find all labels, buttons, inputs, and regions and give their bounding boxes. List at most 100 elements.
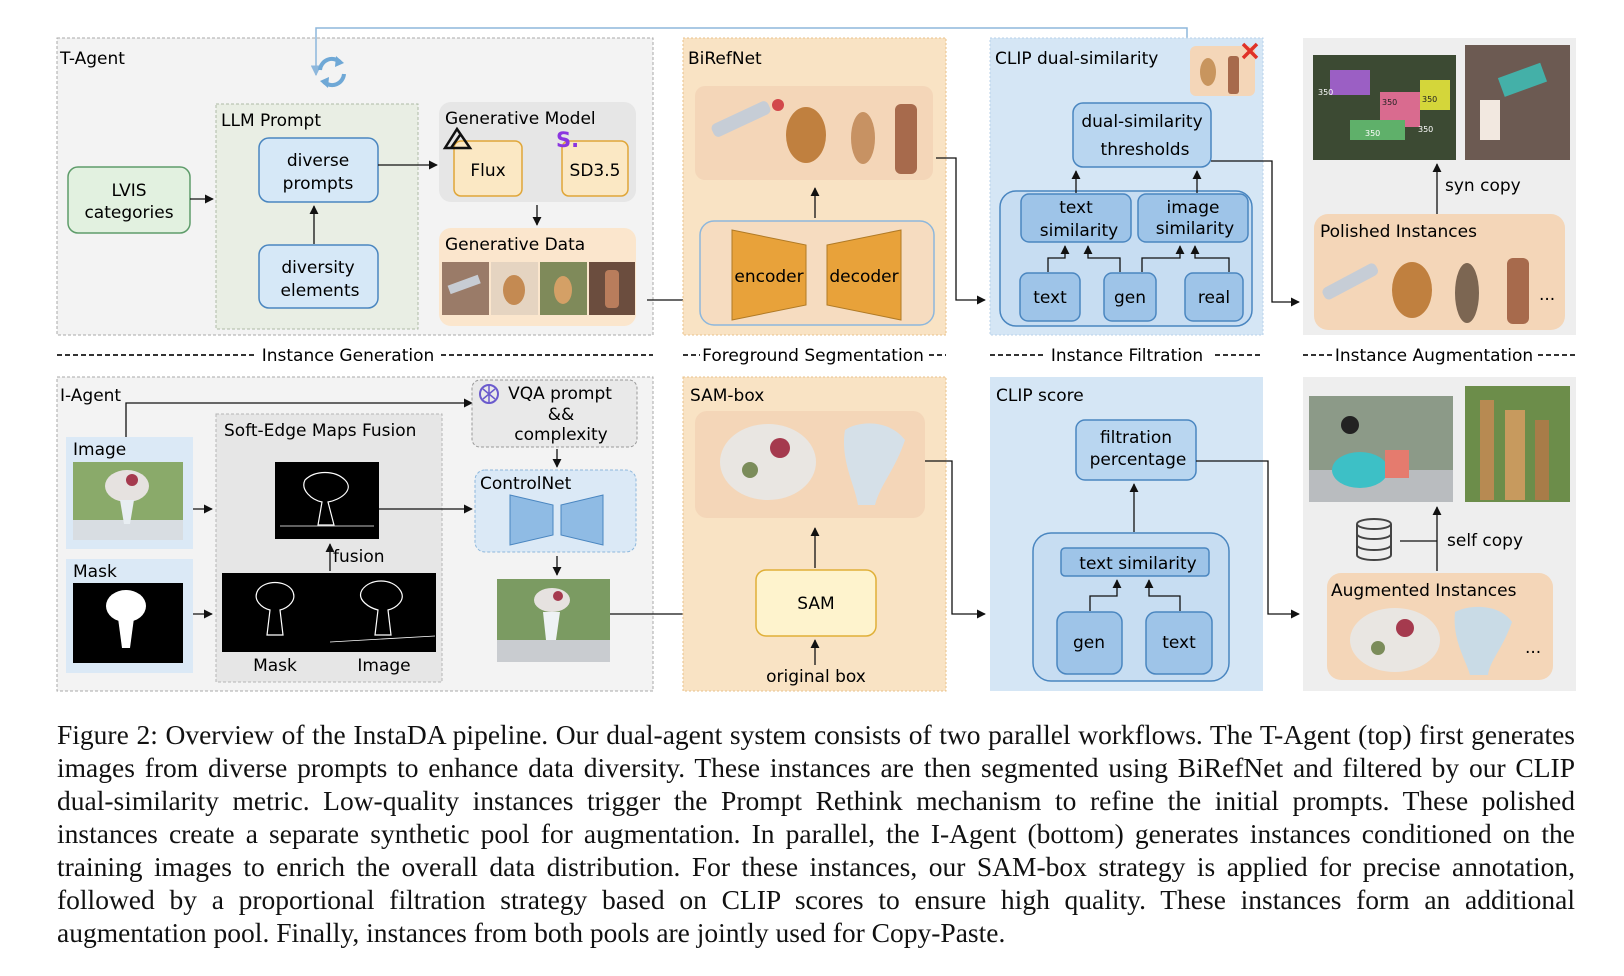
clip-text-similarity-label: text similarity bbox=[1079, 554, 1196, 574]
augmented-instances-title: Augmented Instances bbox=[1331, 581, 1517, 601]
seg-label-2: 350 bbox=[1382, 98, 1397, 107]
sam-label: SAM bbox=[797, 594, 834, 614]
section-instance-filtration: Instance Filtration bbox=[1051, 346, 1203, 366]
clip-gen-box bbox=[1056, 611, 1123, 675]
fusion-label: fusion bbox=[333, 547, 385, 567]
thresholds-line2: thresholds bbox=[1101, 140, 1190, 160]
sd35-box bbox=[561, 140, 629, 197]
sd-logo-icon: S. bbox=[556, 128, 579, 152]
soft-edge-title: Soft-Edge Maps Fusion bbox=[224, 421, 416, 441]
input-mask-thumbnail bbox=[73, 583, 183, 663]
polished-ellipsis: ... bbox=[1539, 285, 1555, 305]
fused-edge-map bbox=[275, 462, 379, 539]
vqa-line1: VQA prompt bbox=[508, 384, 612, 404]
text-similarity-line2: similarity bbox=[1040, 221, 1118, 241]
thresholds-line1: dual-similarity bbox=[1081, 112, 1202, 132]
original-box-label: original box bbox=[766, 667, 866, 687]
sd35-label: SD3.5 bbox=[570, 161, 621, 181]
polished-instances-images bbox=[1322, 258, 1529, 324]
vqa-prompt-box bbox=[471, 379, 638, 448]
encoder-label: encoder bbox=[734, 267, 803, 287]
controlnet-encoder-shape bbox=[509, 494, 554, 546]
birefnet-title: BiRefNet bbox=[688, 49, 762, 69]
augmented-instances-images bbox=[1350, 606, 1512, 675]
llm-prompt-title: LLM Prompt bbox=[221, 111, 321, 131]
diversity-elements-line2: elements bbox=[281, 281, 360, 301]
clip-text-label: text bbox=[1162, 633, 1196, 653]
image-edge-label: Image bbox=[357, 656, 410, 676]
clip-text-box bbox=[1145, 611, 1213, 675]
vqa-line2: && bbox=[548, 405, 575, 425]
generative-model-title: Generative Model bbox=[445, 109, 596, 129]
filtration-box bbox=[1075, 419, 1197, 481]
encoder-shape bbox=[731, 229, 807, 321]
decoder-shape bbox=[826, 229, 902, 321]
seg-label-5: 350 bbox=[1418, 125, 1433, 134]
vqa-line3: complexity bbox=[514, 425, 608, 445]
diverse-prompts-box bbox=[258, 137, 379, 203]
image-similarity-line1: image bbox=[1167, 198, 1220, 218]
text-input-label: text bbox=[1033, 288, 1067, 308]
refresh-icon bbox=[318, 56, 346, 88]
clip-dual-title: CLIP dual-similarity bbox=[995, 49, 1158, 69]
mask-edge-map bbox=[222, 573, 329, 652]
gen-input-label: gen bbox=[1114, 288, 1146, 308]
polished-instances-panel bbox=[1314, 214, 1565, 330]
generative-data-thumbnails bbox=[442, 262, 635, 315]
t-agent-title: T-Agent bbox=[59, 49, 125, 69]
controlnet-decoder-shape bbox=[560, 494, 604, 546]
lvis-line1: LVIS bbox=[111, 181, 146, 201]
decoder-label: decoder bbox=[829, 267, 898, 287]
flux-logo-icon bbox=[442, 126, 473, 150]
mask-input-title: Mask bbox=[73, 562, 117, 582]
diversity-elements-line1: diversity bbox=[281, 258, 354, 278]
image-edge-map bbox=[329, 573, 436, 652]
section-instance-augmentation: Instance Augmentation bbox=[1335, 346, 1533, 366]
real-input-label: real bbox=[1198, 288, 1230, 308]
syn-copy-label: syn copy bbox=[1445, 176, 1521, 196]
image-similarity-line2: similarity bbox=[1156, 219, 1234, 239]
flux-label: Flux bbox=[470, 161, 505, 181]
sam-box-title: SAM-box bbox=[690, 386, 764, 406]
text-input-box bbox=[1019, 272, 1081, 322]
image-input-title: Image bbox=[73, 440, 126, 460]
seg-label-3: 350 bbox=[1422, 95, 1437, 104]
section-instance-generation: Instance Generation bbox=[262, 346, 435, 366]
section-foreground-segmentation: Foreground Segmentation bbox=[702, 346, 924, 366]
diversity-elements-box bbox=[258, 244, 379, 309]
polished-instances-title: Polished Instances bbox=[1320, 222, 1477, 242]
flux-box bbox=[453, 140, 523, 197]
lvis-line2: categories bbox=[84, 203, 173, 223]
thresholds-box bbox=[1072, 102, 1212, 168]
text-similarity-line1: text bbox=[1059, 198, 1093, 218]
pipeline-diagram: T-Agent LVIS categories LLM Prompt diver… bbox=[56, 27, 1576, 692]
filtration-line1: filtration bbox=[1100, 428, 1172, 448]
real-input-box bbox=[1184, 272, 1244, 322]
text-similarity-box bbox=[1020, 193, 1132, 243]
seg-label-4: 350 bbox=[1365, 129, 1380, 138]
figure-caption: Figure 2: Overview of the InstaDA pipeli… bbox=[57, 719, 1575, 948]
input-image-thumbnail bbox=[73, 462, 183, 540]
diverse-prompts-line1: diverse bbox=[287, 151, 349, 171]
self-copy-result-images bbox=[1309, 386, 1570, 502]
controlnet-title: ControlNet bbox=[480, 474, 572, 494]
reject-x-icon bbox=[1241, 42, 1259, 60]
i-agent-title: I-Agent bbox=[60, 386, 121, 406]
generative-data-title: Generative Data bbox=[445, 235, 585, 255]
clip-text-similarity-box bbox=[1060, 547, 1210, 577]
gen-input-box bbox=[1103, 272, 1157, 322]
mask-edge-label: Mask bbox=[253, 656, 297, 676]
diverse-prompts-line2: prompts bbox=[283, 174, 354, 194]
clip-gen-label: gen bbox=[1073, 633, 1105, 653]
sam-segmented-images bbox=[720, 423, 905, 505]
lvis-box bbox=[67, 166, 191, 234]
sam-box bbox=[755, 569, 877, 637]
image-similarity-box bbox=[1137, 193, 1249, 243]
clip-score-title: CLIP score bbox=[996, 386, 1084, 406]
segmented-objects-images bbox=[711, 99, 917, 174]
syn-copy-result-images bbox=[1313, 45, 1570, 160]
database-icon bbox=[1356, 518, 1392, 561]
filtration-line2: percentage bbox=[1090, 450, 1187, 470]
openai-logo-icon bbox=[479, 384, 499, 404]
seg-label-1: 350 bbox=[1318, 88, 1333, 97]
